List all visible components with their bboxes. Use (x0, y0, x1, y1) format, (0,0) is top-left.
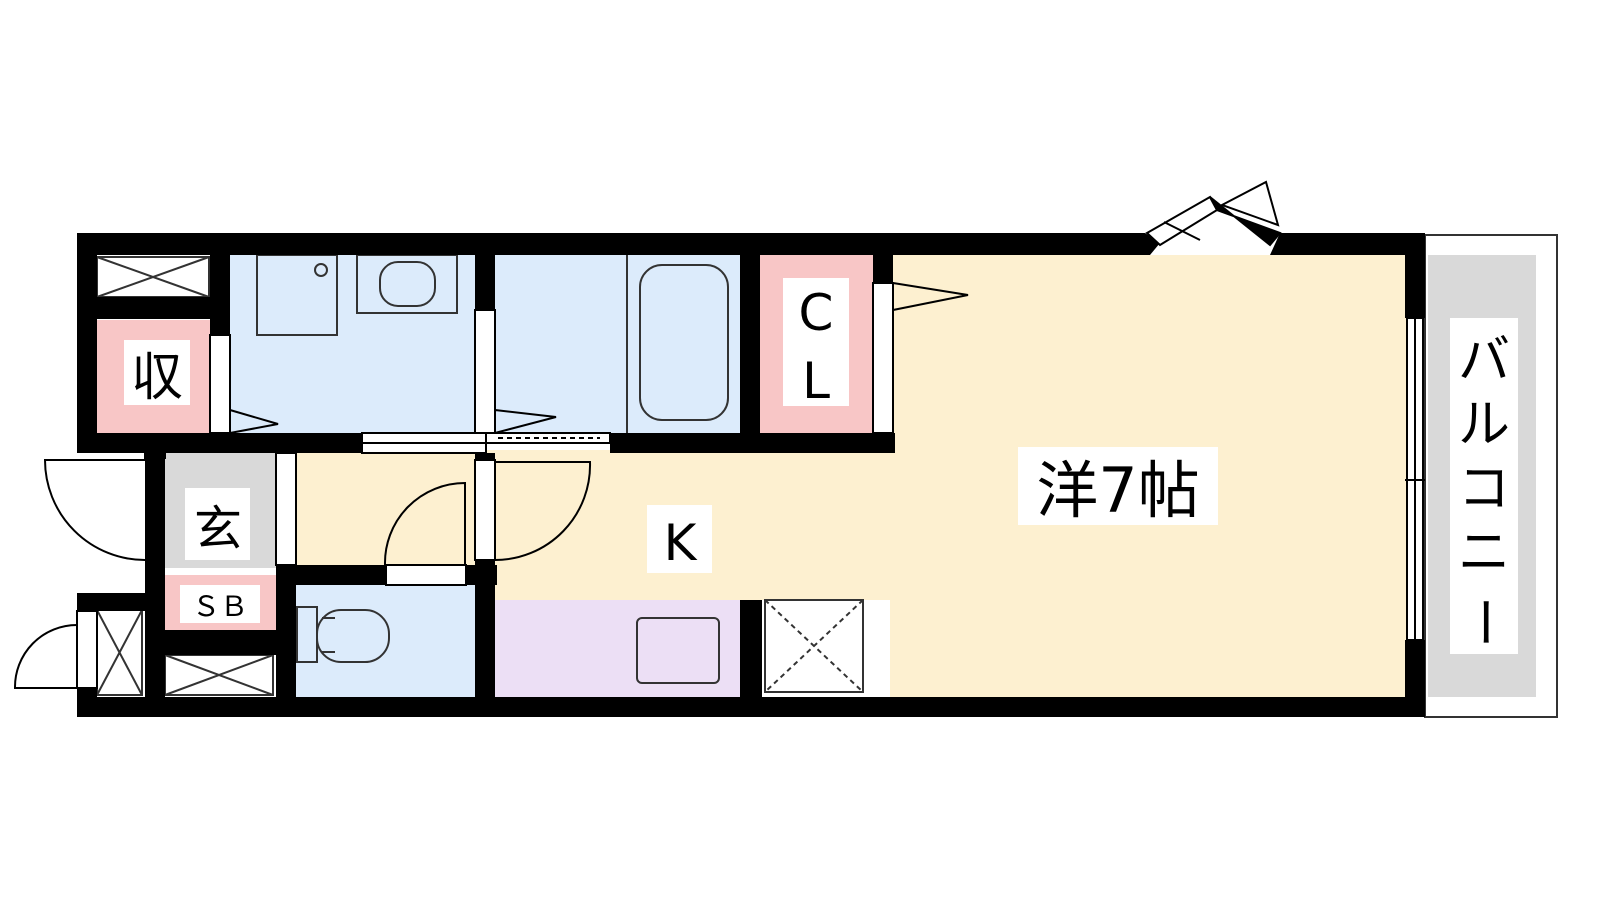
balcony-char: ニ (1458, 523, 1510, 583)
fridge-space (764, 599, 864, 693)
shoe-box-label: ＳＢ (192, 590, 248, 623)
label-plates (124, 278, 1518, 654)
fixtures (96, 234, 1558, 718)
balcony-char: コ (1458, 459, 1510, 519)
drain-icon (314, 263, 328, 277)
hall-floor (295, 450, 500, 567)
entrance-label: 玄 (194, 501, 242, 557)
right-wall-bottom (1405, 640, 1425, 717)
top-wall-right (1270, 233, 1425, 255)
balcony-label: バ ル コ ニ ー (1453, 331, 1513, 648)
right-wall-top (1405, 233, 1425, 318)
toilet-bowl (316, 609, 390, 663)
closet-label-c: C (799, 284, 834, 342)
openings (13, 180, 1425, 689)
kitchen-sink (636, 617, 720, 684)
top-wall (77, 233, 1160, 255)
balcony-char: バ (1458, 331, 1510, 391)
sink-basin (379, 261, 436, 307)
bathtub (639, 264, 729, 421)
toilet-floor (295, 584, 475, 700)
western-room-label: 洋7帖 (1036, 454, 1199, 527)
kitchen-counter (495, 600, 740, 700)
balcony-char: ル (1458, 395, 1510, 455)
closet-label-l: L (802, 352, 830, 410)
balcony-frame (1424, 234, 1558, 718)
washroom-floor (230, 255, 480, 433)
left-wall-upper (77, 233, 97, 453)
walls (77, 233, 1425, 717)
kitchen-label: K (664, 514, 698, 572)
balcony-char: ー (1453, 596, 1513, 648)
bathroom-floor (495, 255, 740, 433)
storage-label: 収 (131, 348, 183, 408)
